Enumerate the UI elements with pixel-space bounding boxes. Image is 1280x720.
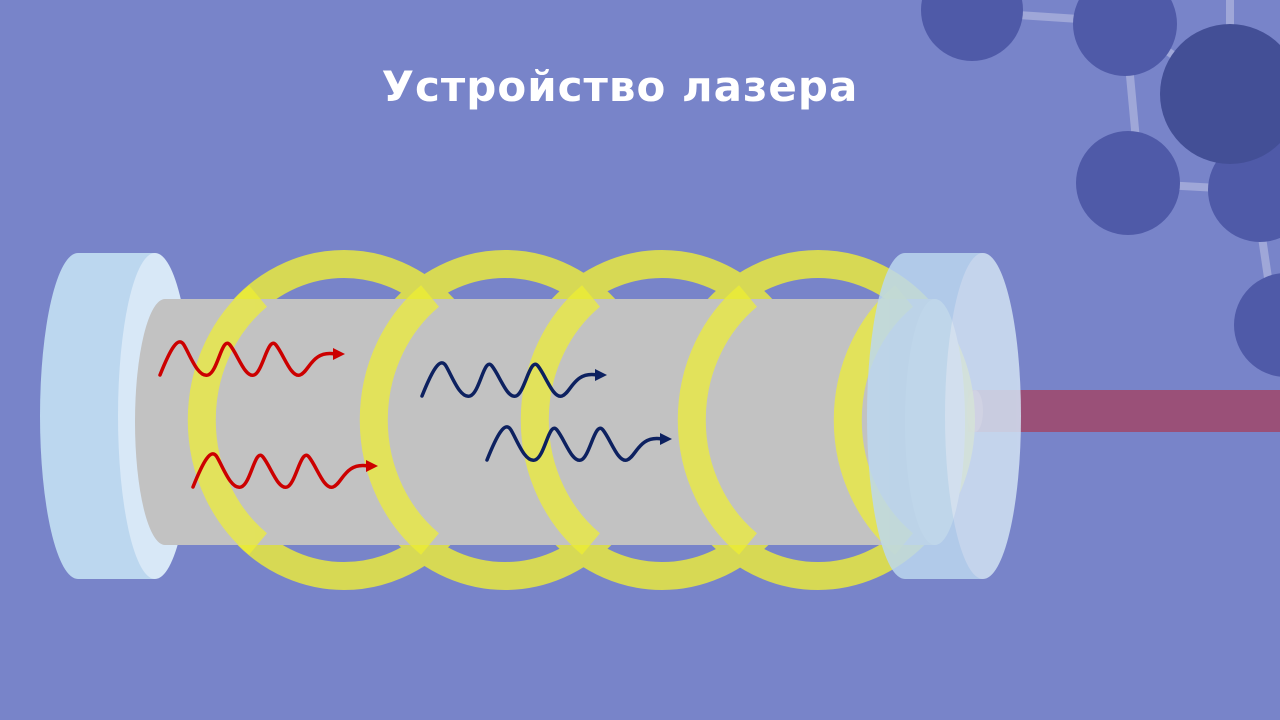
arrow-head-icon <box>333 348 345 360</box>
molecule-atom <box>1208 138 1280 242</box>
red-photon-wave <box>191 452 370 489</box>
right-mirror <box>867 253 1021 579</box>
arrow-head-icon <box>660 433 672 445</box>
molecule-atom <box>1073 0 1177 76</box>
blue-photon-wave <box>485 425 664 462</box>
page-title: Устройство лазера <box>381 62 859 111</box>
blue-photon-wave <box>420 361 599 398</box>
molecule-atom <box>1234 273 1280 377</box>
arrow-head-icon <box>595 369 607 381</box>
red-photon-wave <box>158 340 337 377</box>
pump-coil-front <box>187 285 914 555</box>
molecule-atom <box>1160 24 1280 164</box>
molecule-atom <box>921 0 1023 61</box>
arrow-head-icon <box>366 460 378 472</box>
molecule-atom <box>1076 131 1180 235</box>
